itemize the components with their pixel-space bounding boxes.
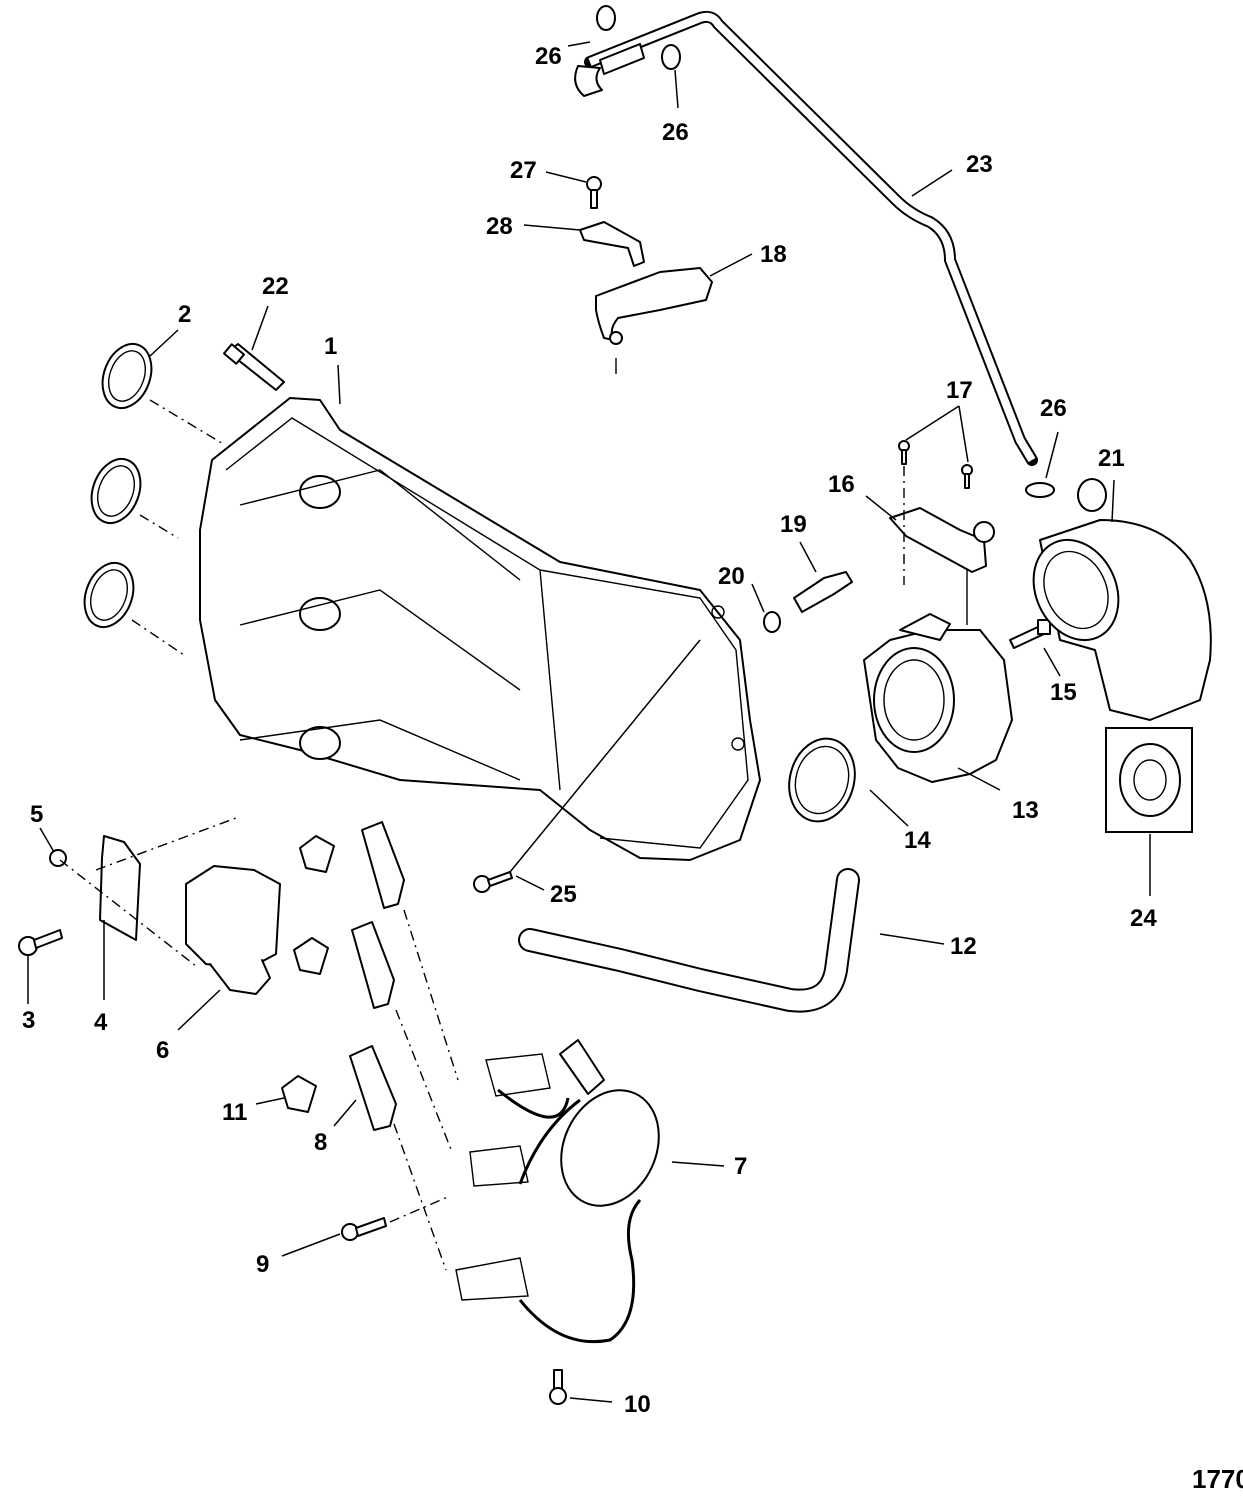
callout-21: 21 <box>1098 445 1125 472</box>
part-air-intake-elbow <box>1032 478 1212 721</box>
part-inset-24 <box>1105 727 1193 833</box>
part-screw-27 <box>586 176 602 209</box>
part-bracket-4 <box>99 835 141 941</box>
part-bolt-9 <box>341 1217 387 1241</box>
callout-11: 11 <box>222 1099 247 1126</box>
callout-2: 2 <box>178 301 191 328</box>
callout-8: 8 <box>314 1129 327 1156</box>
part-injector-harness <box>455 1039 660 1344</box>
callout-26-right: 26 <box>1040 395 1067 422</box>
part-sensor-18 <box>595 267 713 374</box>
callout-5: 5 <box>30 801 43 828</box>
part-throttle-body <box>863 613 1013 783</box>
callout-26-top-right: 26 <box>662 119 689 146</box>
part-bolt-3 <box>18 929 63 956</box>
part-hose-clamp <box>596 5 1055 498</box>
part-purge-valve <box>185 865 281 995</box>
callout-25: 25 <box>550 881 577 908</box>
callout-28: 28 <box>486 213 513 240</box>
callout-4: 4 <box>94 1009 108 1036</box>
callout-23: 23 <box>966 151 993 178</box>
part-temp-sensor-19 <box>793 571 853 613</box>
part-intake-gaskets <box>83 343 226 656</box>
part-throttle-gasket <box>788 737 856 823</box>
callout-27: 27 <box>510 157 537 184</box>
callout-20: 20 <box>718 563 745 590</box>
callout-9: 9 <box>256 1251 269 1278</box>
callout-7: 7 <box>734 1153 747 1180</box>
callout-17: 17 <box>946 377 973 404</box>
callout-24: 24 <box>1130 905 1157 932</box>
leader-lines <box>27 41 1151 1403</box>
part-bolt-25 <box>473 871 513 893</box>
callout-3: 3 <box>22 1007 35 1034</box>
callout-19: 19 <box>780 511 807 538</box>
part-throttle-position-sensor <box>889 507 995 573</box>
part-hose-12 <box>518 868 860 1013</box>
callout-14: 14 <box>904 827 931 854</box>
part-intake-manifold <box>199 397 761 861</box>
callout-26-top-left: 26 <box>535 43 562 70</box>
part-bolt-22 <box>223 343 285 391</box>
figure-number: 1770 <box>1192 1464 1243 1494</box>
callout-1: 1 <box>324 333 337 360</box>
callout-16: 16 <box>828 471 855 498</box>
part-clip-28 <box>579 221 645 267</box>
callout-10: 10 <box>624 1391 651 1418</box>
part-injector-clips <box>281 835 335 1113</box>
part-bolt-10 <box>549 1369 567 1405</box>
part-vent-hose <box>574 10 1038 466</box>
callout-12: 12 <box>950 933 977 960</box>
part-tps-screws <box>898 440 973 625</box>
callout-6: 6 <box>156 1037 169 1064</box>
callout-13: 13 <box>1012 797 1039 824</box>
part-bolt-15 <box>1009 619 1051 649</box>
callout-18: 18 <box>760 241 787 268</box>
callout-15: 15 <box>1050 679 1077 706</box>
part-fuel-injectors <box>349 821 405 1131</box>
callout-22: 22 <box>262 273 289 300</box>
part-o-ring-20 <box>763 611 781 633</box>
